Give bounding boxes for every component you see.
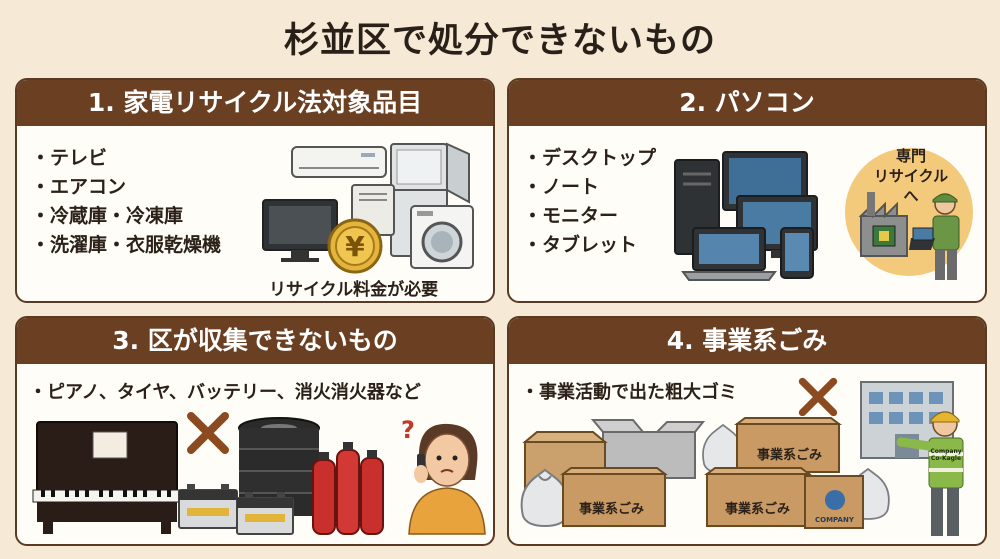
box-label: 事業系ごみ <box>579 502 645 517</box>
list-item: 洗濯庫・衣服乾燥機 <box>31 231 221 260</box>
uncollectable-list: ・ピアノ、タイヤ、バッテリー、消火消火器など <box>29 382 421 403</box>
cardboard-box-icon <box>734 417 842 473</box>
panel-heading: 2. パソコン <box>509 80 985 126</box>
washing-machine-icon <box>410 205 474 269</box>
tablet-icon <box>780 227 814 279</box>
list-item: デスクトップ <box>523 144 656 173</box>
panel-heading: 4. 事業系ごみ <box>509 318 985 364</box>
cardboard-box-icon <box>560 467 668 527</box>
cross-icon <box>798 377 838 417</box>
box-label: 事業系ごみ <box>725 502 791 517</box>
fire-extinguisher-icon <box>312 442 384 535</box>
worker-icon <box>909 193 960 280</box>
box-logo-text: COMPANY <box>815 516 854 524</box>
piano-icon <box>32 421 182 534</box>
list-item: ノート <box>523 173 656 202</box>
cross-icon <box>187 412 229 454</box>
list-item: タブレット <box>523 231 656 260</box>
question-mark: ? <box>401 416 415 444</box>
panel-uncollectable-items: 3. 区が収集できないもの ・ピアノ、タイヤ、バッテリー、消火消火器など <box>15 316 495 546</box>
badge-line-2: リサイクルへ <box>873 167 949 205</box>
list-item: モニター <box>523 202 656 231</box>
garbage-bag-icon <box>520 468 570 528</box>
cardboard-box-icon <box>704 467 812 527</box>
tires-icon <box>238 417 320 516</box>
box-label: 事業系ごみ <box>757 448 823 463</box>
list-item: エアコン <box>31 173 221 202</box>
cardboard-box-icon <box>804 475 864 529</box>
confused-woman-icon <box>408 423 486 535</box>
list-item: 冷蔵庫・冷凍庫 <box>31 202 221 231</box>
list-item: テレビ <box>31 144 221 173</box>
worker-icon <box>896 411 964 536</box>
badge-line-1: 専門 <box>895 147 926 165</box>
tv-icon <box>262 199 338 262</box>
business-waste-description: ・事業活動で出た粗大ゴミ <box>521 382 737 403</box>
panel-personal-computers: 2. パソコン デスクトップ ノート モニター タブレット <box>507 78 987 303</box>
item-list: テレビ エアコン 冷蔵庫・冷凍庫 洗濯庫・衣服乾燥機 <box>31 144 221 260</box>
panel-business-waste: 4. 事業系ごみ ・事業活動で出た粗大ゴミ <box>507 316 987 546</box>
laptop-icon <box>681 227 777 281</box>
vest-text: Company Co-Kagle <box>930 448 962 462</box>
battery-icon <box>178 484 238 529</box>
panel-heading: 1. 家電リサイクル法対象品目 <box>17 80 493 126</box>
yen-symbol: ¥ <box>345 230 365 263</box>
recycling-fee-caption: リサイクル料金が必要 <box>269 280 439 300</box>
yen-coin-icon: ¥ <box>327 218 383 274</box>
recycling-badge-text: 専門 リサイクルへ <box>873 146 949 206</box>
page-title: 杉並区で処分できないもの <box>283 21 716 61</box>
battery-icon <box>236 492 294 535</box>
panel-heading: 3. 区が収集できないもの <box>17 318 493 364</box>
panel-appliance-recycling: 1. 家電リサイクル法対象品目 テレビ エアコン 冷蔵庫・冷凍庫 洗濯庫・衣服乾… <box>15 78 495 303</box>
item-list: デスクトップ ノート モニター タブレット <box>523 144 656 260</box>
air-conditioner-icon <box>291 146 387 178</box>
